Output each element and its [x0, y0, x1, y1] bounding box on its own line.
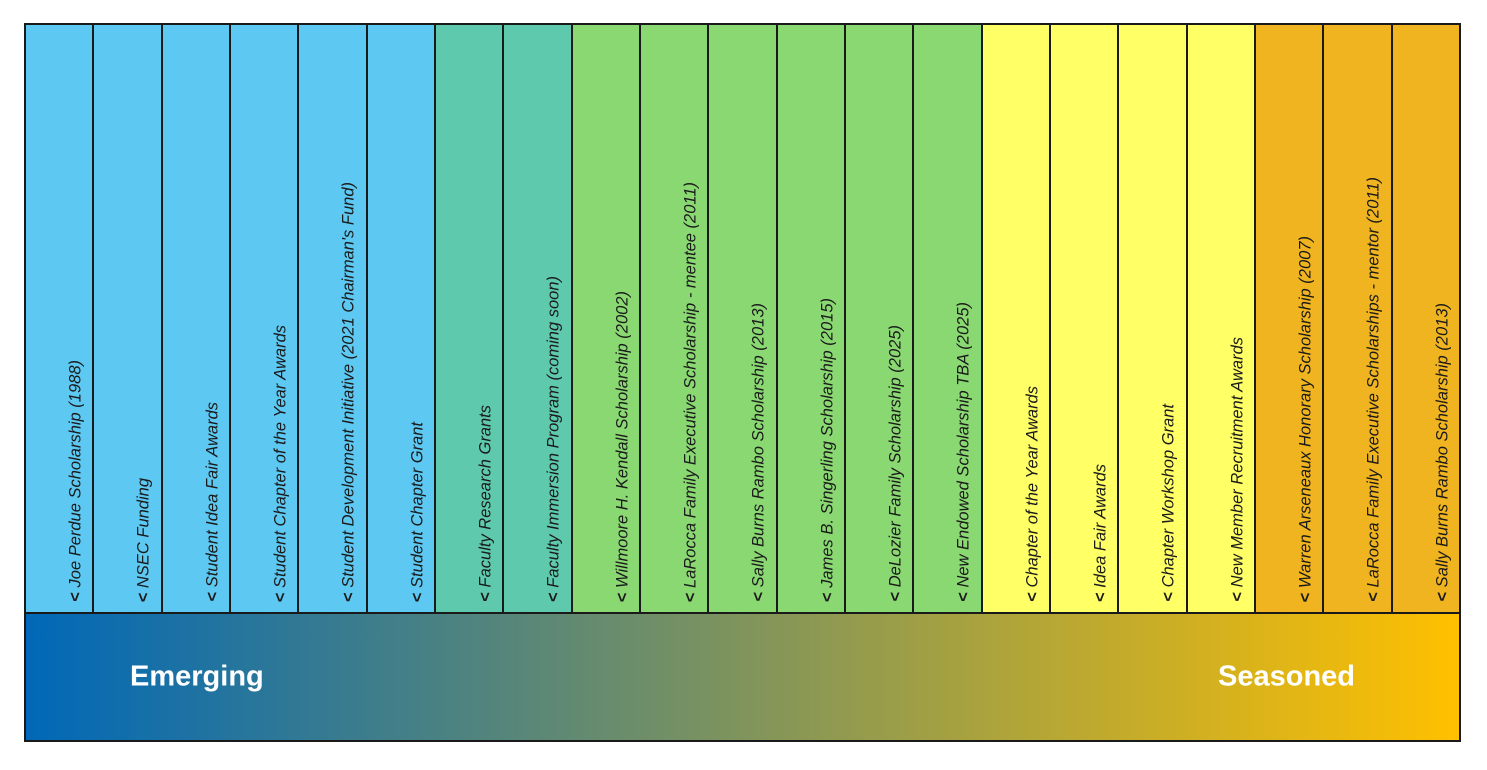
diagram-frame: < Joe Perdue Scholarship (1988)< NSEC Fu… — [24, 23, 1461, 742]
program-label-text: Faculty Immersion Program (coming soon) — [544, 276, 563, 588]
arrow-marker-icon: < — [1159, 592, 1178, 602]
program-label: < LaRocca Family Executive Scholarships … — [1364, 177, 1383, 602]
program-label-text: Chapter of the Year Awards — [1023, 386, 1041, 588]
arrow-marker-icon: < — [203, 592, 222, 602]
program-column: < NSEC Funding — [94, 25, 163, 612]
program-label: < Idea Fair Awards — [1091, 463, 1110, 602]
program-label-text: Student Chapter Grant — [408, 421, 427, 588]
arrow-marker-icon: < — [1227, 592, 1246, 602]
program-column: < James B. Singerling Scholarship (2015) — [777, 25, 846, 612]
program-column: < Student Chapter Grant — [367, 25, 436, 612]
arrow-marker-icon: < — [886, 592, 905, 602]
arrow-marker-icon: < — [476, 592, 495, 602]
program-label-text: Student Development Initiative (2021 Cha… — [339, 181, 358, 588]
program-label: < Faculty Immersion Program (coming soon… — [544, 276, 563, 602]
program-column: < LaRocca Family Executive Scholarship -… — [640, 25, 710, 612]
program-label: < Student Idea Fair Awards — [203, 402, 222, 602]
arrow-marker-icon: < — [1364, 592, 1383, 602]
program-label-text: Willmoore H. Kendall Scholarship (2002) — [613, 290, 632, 588]
program-label-text: DeLozier Family Scholarship (2025) — [886, 325, 905, 588]
program-column: < Warren Arseneaux Honorary Scholarship … — [1255, 25, 1325, 612]
program-column: < LaRocca Family Executive Scholarships … — [1324, 25, 1393, 612]
program-label: < DeLozier Family Scholarship (2025) — [886, 325, 905, 602]
program-label-text: LaRocca Family Executive Scholarship - m… — [681, 181, 700, 588]
program-column: < Sally Burns Rambo Scholarship (2013) — [1392, 25, 1459, 612]
program-label: < NSEC Funding — [134, 477, 153, 602]
program-label-text: Faculty Research Grants — [476, 405, 495, 588]
program-label: < Chapter Workshop Grant — [1159, 404, 1178, 602]
program-label-text: Sally Burns Rambo Scholarship (2013) — [1432, 303, 1451, 588]
program-label: < Chapter of the Year Awards — [1023, 386, 1041, 602]
program-label: < James B. Singerling Scholarship (2015) — [818, 297, 837, 602]
arrow-marker-icon: < — [1296, 592, 1315, 602]
program-column: < Joe Perdue Scholarship (1988) — [26, 25, 95, 612]
arrow-marker-icon: < — [681, 592, 700, 602]
program-label-text: LaRocca Family Executive Scholarships - … — [1364, 177, 1383, 588]
program-column: < Student Development Initiative (2021 C… — [299, 25, 368, 612]
program-label-text: Warren Arseneaux Honorary Scholarship (2… — [1296, 235, 1315, 588]
program-label: < Student Chapter Grant — [408, 421, 427, 602]
arrow-marker-icon: < — [544, 592, 563, 602]
program-column: < Idea Fair Awards — [1050, 25, 1120, 612]
program-column: < Faculty Immersion Program (coming soon… — [504, 25, 573, 612]
arrow-marker-icon: < — [613, 592, 632, 602]
program-column: < Willmoore H. Kendall Scholarship (2002… — [572, 25, 641, 612]
arrow-marker-icon: < — [66, 592, 85, 602]
program-label-text: New Member Recruitment Awards — [1227, 337, 1246, 588]
program-label: < New Endowed Scholarship TBA (2025) — [954, 302, 973, 602]
program-label: < Willmoore H. Kendall Scholarship (2002… — [613, 290, 632, 602]
arrow-marker-icon: < — [1091, 592, 1110, 602]
arrow-marker-icon: < — [271, 592, 290, 602]
arrow-marker-icon: < — [749, 592, 768, 602]
column-row: < Joe Perdue Scholarship (1988)< NSEC Fu… — [26, 25, 1459, 614]
program-label: < Sally Burns Rambo Scholarship (2013) — [1432, 303, 1451, 602]
program-label-text: Chapter Workshop Grant — [1159, 404, 1178, 588]
program-label: < Student Chapter of the Year Awards — [271, 324, 290, 602]
program-label-text: NSEC Funding — [134, 477, 153, 588]
program-column: < Sally Burns Rambo Scholarship (2013) — [709, 25, 778, 612]
program-label: < Joe Perdue Scholarship (1988) — [66, 360, 85, 602]
program-label: < Faculty Research Grants — [476, 405, 495, 602]
arrow-marker-icon: < — [339, 592, 358, 602]
arrow-marker-icon: < — [1432, 592, 1451, 602]
program-column: < Faculty Research Grants — [435, 25, 505, 612]
program-label: < LaRocca Family Executive Scholarship -… — [681, 181, 700, 602]
band-left-label: Emerging — [130, 660, 264, 693]
arrow-marker-icon: < — [408, 592, 427, 602]
program-column: < New Member Recruitment Awards — [1187, 25, 1256, 612]
program-label: < Sally Burns Rambo Scholarship (2013) — [749, 303, 768, 602]
arrow-marker-icon: < — [818, 592, 837, 602]
experience-band: Emerging Seasoned — [26, 614, 1459, 740]
program-label-text: Joe Perdue Scholarship (1988) — [66, 360, 85, 588]
program-column: < Student Chapter of the Year Awards — [230, 25, 300, 612]
program-label-text: James B. Singerling Scholarship (2015) — [818, 297, 837, 588]
program-label-text: Idea Fair Awards — [1091, 463, 1110, 588]
program-label-text: Student Chapter of the Year Awards — [271, 324, 290, 588]
arrow-marker-icon: < — [954, 592, 973, 602]
program-label-text: Student Idea Fair Awards — [203, 402, 222, 588]
program-column: < Chapter Workshop Grant — [1119, 25, 1188, 612]
program-label: < Warren Arseneaux Honorary Scholarship … — [1296, 235, 1315, 602]
arrow-marker-icon: < — [134, 592, 153, 602]
band-right-label: Seasoned — [1218, 660, 1355, 693]
program-label: < New Member Recruitment Awards — [1227, 337, 1246, 602]
program-label: < Student Development Initiative (2021 C… — [339, 181, 358, 602]
program-column: < Student Idea Fair Awards — [162, 25, 231, 612]
program-column: < Chapter of the Year Awards — [982, 25, 1051, 612]
program-column: < New Endowed Scholarship TBA (2025) — [914, 25, 983, 612]
program-column: < DeLozier Family Scholarship (2025) — [845, 25, 915, 612]
program-label-text: New Endowed Scholarship TBA (2025) — [954, 302, 973, 588]
arrow-marker-icon: < — [1023, 592, 1041, 602]
program-label-text: Sally Burns Rambo Scholarship (2013) — [749, 303, 768, 588]
